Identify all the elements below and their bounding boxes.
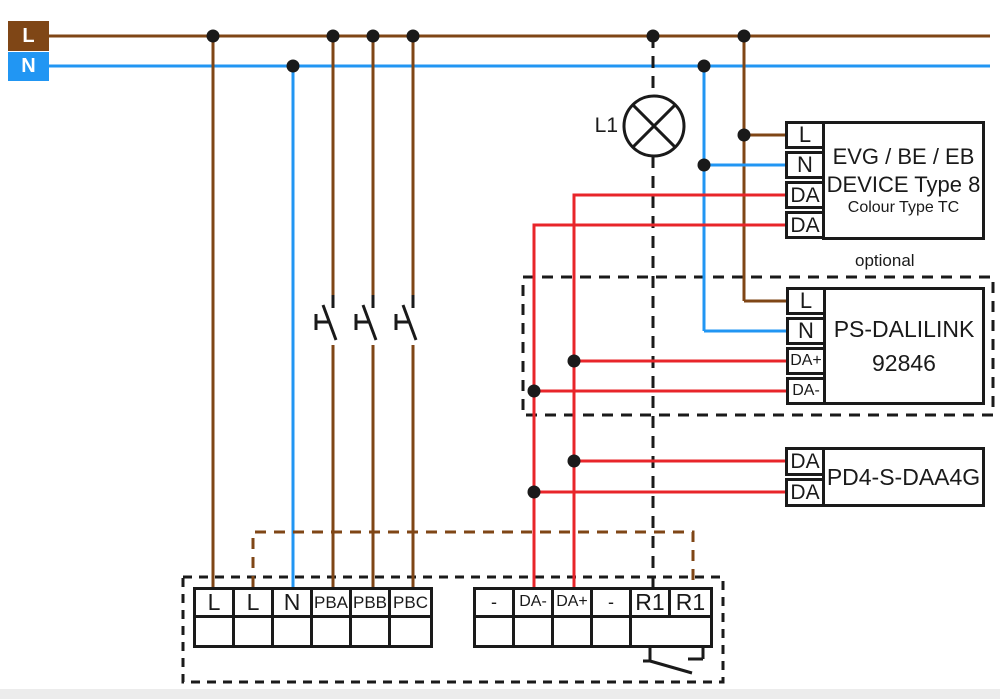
ps-device-box: PS-DALILINK 92846 <box>823 287 985 405</box>
terminal-l1: L <box>196 590 235 618</box>
terminal-cell-empty <box>196 617 235 645</box>
terminal-minus2: - <box>593 590 632 618</box>
pd4-name: PD4-S-DAA4G <box>826 463 981 490</box>
evg-terminal-da2: DA <box>785 211 825 239</box>
terminal-region-boundary <box>181 575 725 684</box>
terminal-cell-empty <box>352 617 391 645</box>
evg-terminal-l: L <box>785 121 825 149</box>
push-button-switch-c <box>394 295 418 341</box>
terminal-cell-relay <box>632 618 710 646</box>
evg-name-line1: EVG / BE / EB <box>832 144 975 169</box>
optional-label: optional <box>855 251 915 270</box>
ps-name-line2: 92846 <box>872 350 936 376</box>
relay-l-link-wire <box>251 530 695 587</box>
terminal-minus1: - <box>476 590 515 618</box>
terminal-cell-empty <box>235 617 274 645</box>
terminal-r1b: R1 <box>671 590 710 618</box>
evg-device-box: EVG / BE / EB DEVICE Type 8 Colour Type … <box>822 121 985 240</box>
ps-terminal-da-minus: DA- <box>786 377 826 405</box>
n-rail-chip: N <box>8 52 49 81</box>
ps-terminal-da-plus: DA+ <box>786 347 826 375</box>
terminal-cell-empty <box>593 617 632 645</box>
terminal-n: N <box>274 590 313 618</box>
evg-name-line3: Colour Type TC <box>847 199 960 216</box>
terminal-l2: L <box>235 590 274 618</box>
terminal-pbb: PBB <box>352 590 391 618</box>
lamp-icon <box>622 94 686 158</box>
dali-minus-wire <box>532 223 785 587</box>
terminal-cell-empty <box>476 617 515 645</box>
junction-dots <box>206 29 751 499</box>
terminal-da-minus: DA- <box>515 590 554 618</box>
terminal-pba: PBA <box>313 590 352 618</box>
evg-terminal-n: N <box>785 151 825 179</box>
ps-name-line1: PS-DALILINK <box>833 315 975 342</box>
pd4-terminal-da2: DA <box>785 478 825 507</box>
evg-terminal-da1: DA <box>785 181 825 209</box>
mains-terminal-block: L L N PBA PBB PBC <box>193 587 433 648</box>
push-button-switch-b <box>354 295 378 341</box>
l-rail-chip: L <box>8 21 49 51</box>
terminal-cell-empty <box>391 618 430 646</box>
optional-region-boundary <box>521 275 995 417</box>
pd4-terminal-da1: DA <box>785 447 825 476</box>
pd4-device-box: PD4-S-DAA4G <box>822 447 985 507</box>
device-l-wire <box>742 36 786 303</box>
terminal-pbc: PBC <box>391 590 430 618</box>
ps-terminal-n: N <box>786 317 826 345</box>
terminal-da-plus: DA+ <box>554 590 593 618</box>
device-n-wire <box>702 66 786 333</box>
lamp-label: L1 <box>594 114 618 137</box>
ps-terminal-l: L <box>786 287 826 315</box>
dali-terminal-block: - DA- DA+ - R1 R1 <box>473 587 713 648</box>
evg-name-line2: DEVICE Type 8 <box>826 171 981 197</box>
footer-strip <box>0 689 1000 699</box>
relay-contact-icon <box>643 647 705 675</box>
terminal-cell-empty <box>274 617 313 645</box>
terminal-cell-empty <box>554 617 593 645</box>
terminal-cell-empty <box>515 617 554 645</box>
terminal-r1a: R1 <box>632 590 671 618</box>
terminal-cell-empty <box>313 617 352 645</box>
push-button-switch-a <box>314 295 338 341</box>
